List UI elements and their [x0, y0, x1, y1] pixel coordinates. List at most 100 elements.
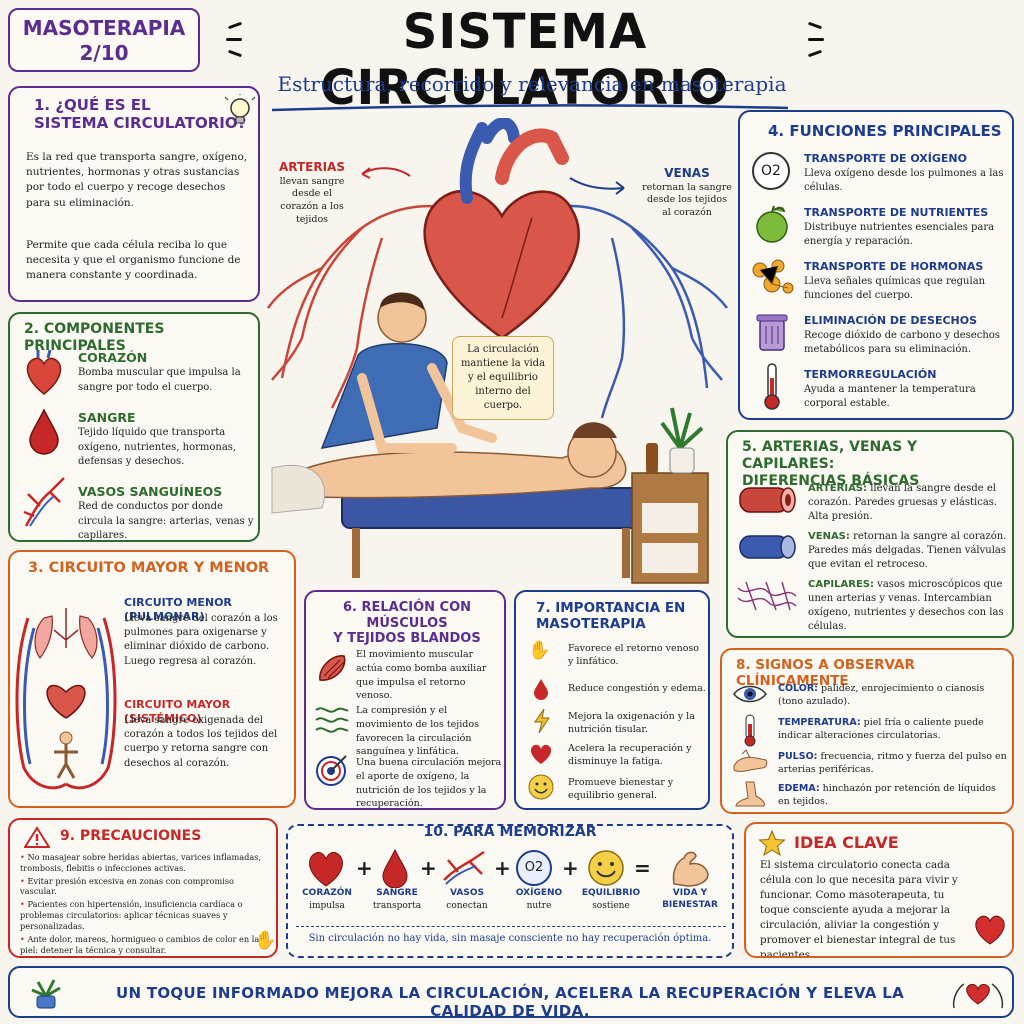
- decor-dash: [226, 38, 242, 41]
- table-leg: [352, 528, 360, 578]
- section-title-line2: DIFERENCIAS BÁSICAS: [742, 472, 920, 489]
- sign-desc: frecuencia, ritmo y fuerza del pulso en …: [778, 751, 1007, 776]
- callout-text: La circulación mantiene la vida y el equ…: [460, 344, 546, 411]
- foot-icon: [735, 781, 765, 807]
- section-title: 9. PRECAUCIONES: [60, 828, 202, 844]
- arteries-title: ARTERIAS: [278, 160, 345, 174]
- precaution-item: • Evitar presión excesiva en zonas con c…: [20, 875, 234, 897]
- capillaries-icon: [737, 581, 797, 611]
- sign-text: COLOR: palidez, enrojecimiento o cianosi…: [778, 682, 1008, 709]
- function-text: Recoge dióxido de carbono y desechos met…: [804, 330, 1000, 355]
- star-icon: [758, 830, 786, 856]
- arteries-text: llevan sangre desde el corazón a los tej…: [279, 175, 345, 226]
- central-illustration: [266, 118, 728, 584]
- circulation-diagram: [15, 608, 117, 790]
- memorize-verb: nutre: [526, 900, 552, 911]
- page-subtitle: Estructura, recorrido y relevancia en ma…: [277, 72, 787, 96]
- component-name: VASOS SANGUÍNEOS: [78, 484, 223, 499]
- precaution-text: Ante dolor, mareos, hormigueo o cambios …: [20, 933, 260, 955]
- key-idea-text: El sistema circulatorio conecta cada cél…: [760, 859, 958, 958]
- circuit-text: Lleva sangre del corazón a los pulmones …: [124, 613, 278, 667]
- section-components: 2. COMPONENTES PRINCIPALES CORAZÓN Bomba…: [8, 312, 260, 542]
- sign-name: TEMPERATURA:: [778, 717, 861, 728]
- sign-desc: hinchazón por retención de líquidos en t…: [778, 783, 996, 808]
- plus-sign: +: [356, 856, 373, 880]
- decor-dash: [808, 38, 824, 41]
- function-name: TRANSPORTE DE NUTRIENTES: [804, 206, 989, 219]
- relation-text: La compresión y el movimiento de los tej…: [356, 705, 479, 758]
- vessel-text: VENAS: retornan la sangre al corazón. Pa…: [808, 530, 1008, 572]
- function-name: TERMORREGULACIÓN: [804, 368, 937, 381]
- veins-arrow-icon: [569, 177, 625, 195]
- heart-illustration: [423, 118, 580, 340]
- heart-icon: [975, 915, 1005, 945]
- footer-text: UN TOQUE INFORMADO MEJORA LA CIRCULACIÓN…: [115, 984, 905, 1018]
- footer-banner: UN TOQUE INFORMADO MEJORA LA CIRCULACIÓN…: [8, 966, 1014, 1018]
- flexed-arm-icon: [672, 851, 709, 887]
- memorize-equation: + + + O2 + =: [294, 848, 730, 918]
- precaution-text: Evitar presión excesiva en zonas con com…: [20, 875, 234, 897]
- vessel-desc: retornan la sangre al corazón. Paredes m…: [808, 531, 1007, 570]
- oxygen-icon: O2: [516, 850, 552, 886]
- divider: [296, 926, 726, 927]
- section-title-line1: 6. RELACIÓN CON MÚSCULOS: [342, 600, 472, 631]
- function-text: Ayuda a mantener la temperatura corporal…: [804, 384, 976, 409]
- section-title: 6. RELACIÓN CON MÚSCULOS Y TEJIDOS BLAND…: [316, 600, 498, 647]
- section-clinical-signs: 8. SIGNOS A OBSERVAR CLÍNICAMENTE COLOR:…: [720, 648, 1014, 814]
- function-name: TRANSPORTE DE HORMONAS: [804, 260, 984, 273]
- section-title: 4. FUNCIONES PRINCIPALES: [768, 122, 1002, 140]
- section-title: 3. CIRCUITO MAYOR Y MENOR: [28, 560, 270, 576]
- memorize-name: OXÍGENO: [515, 888, 563, 898]
- oxygen-icon: O2: [752, 152, 790, 190]
- vessel-name: CAPILARES:: [808, 579, 874, 590]
- plant-icon: [660, 407, 704, 450]
- patient-hair: [572, 422, 617, 438]
- therapist-arms: [357, 363, 497, 453]
- section-title: 5. ARTERIAS, VENAS Y CAPILARES: DIFERENC…: [742, 439, 1012, 489]
- section-key-idea: IDEA CLAVE El sistema circulatorio conec…: [744, 822, 1014, 958]
- drop-icon: [534, 679, 548, 700]
- function-text: Distribuye nutrientes esenciales para en…: [804, 222, 995, 247]
- vein-tube-icon: [739, 535, 796, 559]
- section-title-line1: 7. IMPORTANCIA EN: [536, 600, 686, 616]
- section-precautions: 9. PRECAUCIONES • No masajear sobre heri…: [8, 818, 278, 958]
- vessel-name: ARTERIAS:: [808, 483, 868, 494]
- memorize-name: EQUILIBRIO: [581, 888, 641, 898]
- sign-text: TEMPERATURA: piel fría o caliente puede …: [778, 716, 1008, 743]
- function-name: ELIMINACIÓN DE DESECHOS: [804, 314, 978, 327]
- blood-drop-icon: [382, 848, 408, 888]
- veins-drawing: [551, 204, 728, 419]
- sign-name: COLOR:: [778, 683, 818, 694]
- section-badge: MASOTERAPIA 2/10: [8, 8, 200, 72]
- vessel-desc: vasos microscópicos que unen arterias y …: [808, 579, 1004, 632]
- precautions-list: • No masajear sobre heridas abiertas, va…: [20, 852, 266, 956]
- callout-box: La circulación mantiene la vida y el equ…: [452, 336, 554, 420]
- vessel-desc: llevan la sangre desde el corazón. Pared…: [808, 483, 998, 522]
- memorize-footer: Sin circulación no hay vida, sin masaje …: [308, 933, 712, 944]
- memorize-item: VIDA Y BIENESTAR: [648, 888, 732, 913]
- section-title: 1. ¿QUÉ ES EL SISTEMA CIRCULATORIO?: [34, 96, 246, 132]
- memorize-name: VASOS: [450, 888, 484, 898]
- equals-sign: =: [634, 856, 651, 880]
- heart-organ-icon: [26, 349, 62, 395]
- plus-sign: +: [420, 856, 437, 880]
- memorize-verb: impulsa: [309, 900, 345, 911]
- hand-icon: ✋: [528, 640, 551, 661]
- towels: [642, 503, 698, 533]
- function-name: TRANSPORTE DE OXÍGENO: [804, 152, 967, 165]
- pulse-hand-icon: [733, 749, 768, 772]
- memorize-verb: transporta: [372, 900, 422, 911]
- function-text: Lleva oxígeno desde los pulmones a las c…: [804, 168, 1004, 193]
- heart-icon: [46, 684, 86, 719]
- component-name: CORAZÓN: [78, 350, 148, 365]
- thermometer-icon: [744, 714, 756, 747]
- section-circuits: 3. CIRCUITO MAYOR Y MENOR CIRCUITO MENOR…: [8, 550, 296, 808]
- section-text-2: Permite que cada célula reciba lo que ne…: [26, 239, 241, 282]
- memorize-verb: sostiene: [592, 900, 630, 911]
- importance-text: Promueve bienestar y equilibrio general.: [568, 777, 674, 802]
- memorize-name: VIDA Y BIENESTAR: [662, 888, 718, 910]
